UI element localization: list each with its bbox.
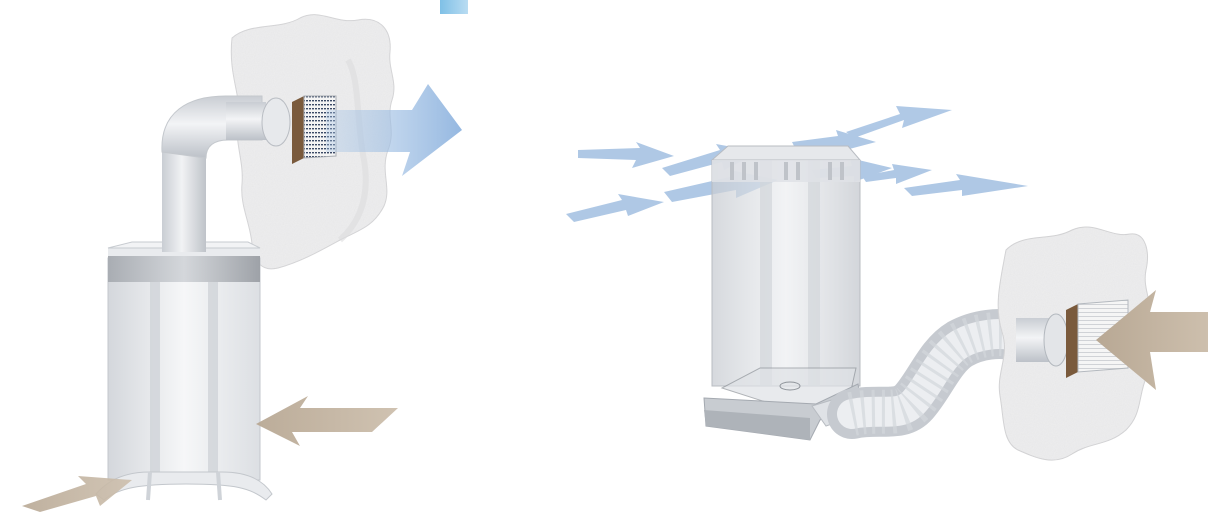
title-accent xyxy=(440,0,468,14)
cabinet-body xyxy=(108,258,260,480)
purifier-cabinet xyxy=(712,146,860,386)
intake-arrow-floor-left xyxy=(22,476,132,512)
wall-mounted-supply-unit xyxy=(22,15,462,512)
floor-air-purifier-with-intake xyxy=(566,106,1208,460)
intake-grille-frame xyxy=(1066,304,1078,378)
title-band xyxy=(440,0,870,14)
wall-grille-frame xyxy=(292,96,304,164)
cabinet-top-band xyxy=(108,252,260,282)
duct-vertical xyxy=(162,150,206,252)
intake-arrow-floor-right xyxy=(256,396,398,446)
